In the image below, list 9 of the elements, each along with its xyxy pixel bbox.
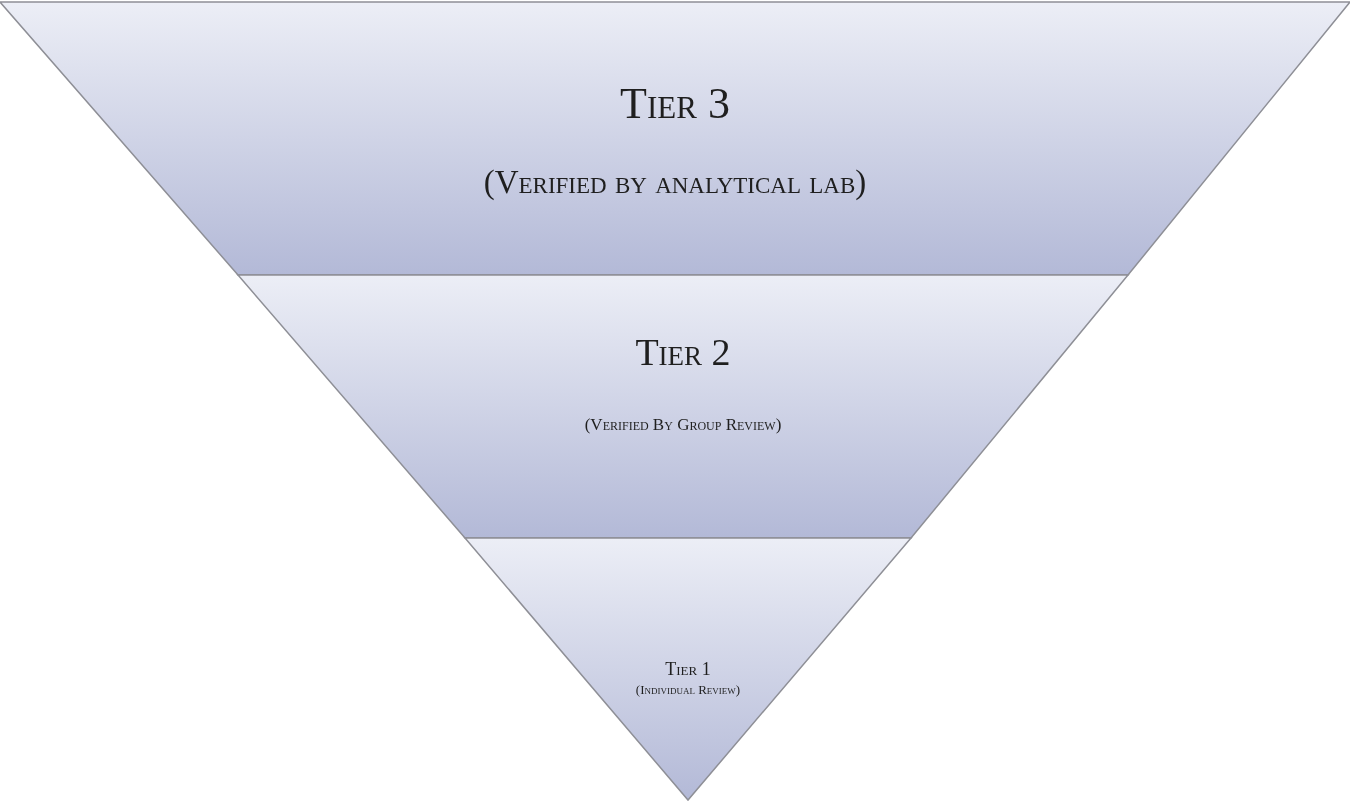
- trapezoid-band: [0, 2, 1350, 275]
- tier-description: (Verified by analytical lab): [483, 164, 867, 202]
- tier-heading: Tier 3: [620, 77, 730, 129]
- tier-heading: Tier 1: [665, 659, 711, 681]
- triangle-band: [465, 538, 911, 800]
- tier-heading: Tier 2: [635, 330, 731, 375]
- trapezoid-band: [238, 275, 1128, 538]
- tier-description: (Individual Review): [635, 682, 741, 699]
- tier-description: (Verified By Group Review): [584, 414, 782, 435]
